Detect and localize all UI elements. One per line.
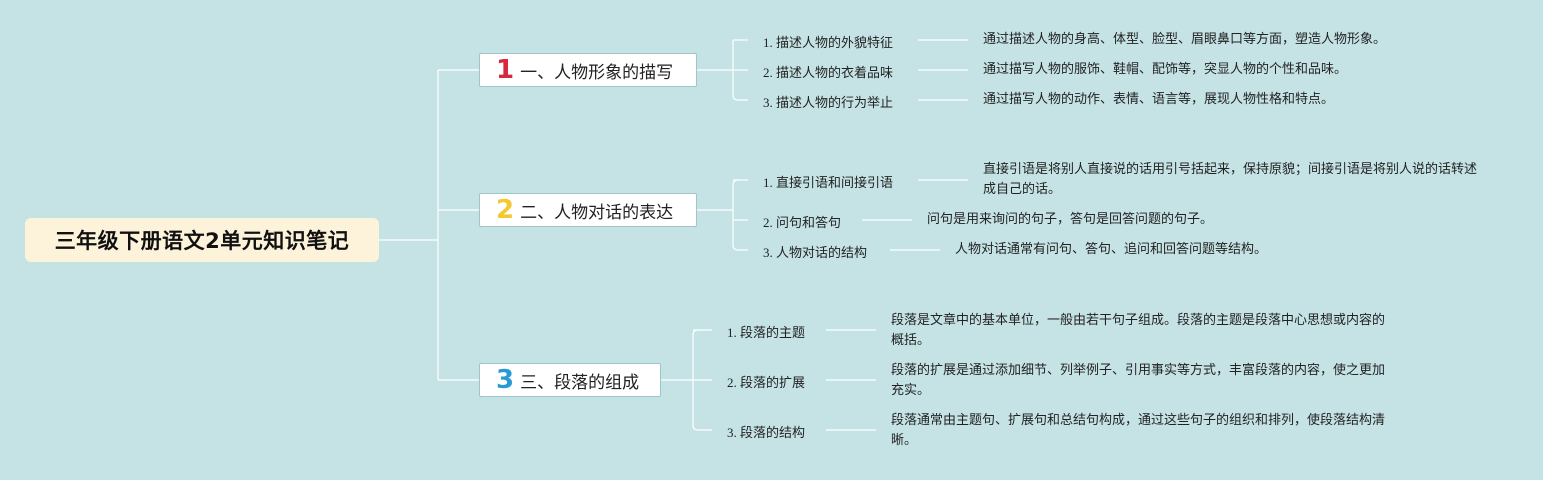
description-2-1: 直接引语是将别人直接说的话用引号括起来，保持原貌；间接引语是将别人说的话转述成自… [983, 162, 1478, 197]
subtopic-1-3[interactable]: 3. 描述人物的行为举止 [763, 95, 894, 110]
root-topic[interactable]: 三年级下册语文2单元知识笔记 [25, 218, 379, 262]
description-3-3: 段落通常由主题句、扩展句和总结句构成，通过这些句子的组织和排列，使段落结构清晰。 [891, 413, 1386, 448]
subtopic-2-1[interactable]: 1. 直接引语和间接引语 [763, 175, 894, 190]
subtopic-2-3[interactable]: 3. 人物对话的结构 [763, 245, 868, 260]
description-1-2: 通过描写人物的服饰、鞋帽、配饰等，突显人物的个性和品味。 [983, 62, 1348, 77]
description-3-1: 段落是文章中的基本单位，一般由若干句子组成。段落的主题是段落中心思想或内容的概括… [891, 313, 1386, 348]
branch-title-2: 二、人物对话的表达 [520, 202, 674, 223]
branch-1[interactable]: 1 一、人物形象的描写 [479, 53, 697, 87]
branch-2[interactable]: 2 二、人物对话的表达 [479, 193, 697, 227]
description-1-3: 通过描写人物的动作、表情、语言等，展现人物性格和特点。 [983, 92, 1335, 107]
branch-title-1: 一、人物形象的描写 [520, 62, 674, 83]
description-1-1: 通过描述人物的身高、体型、脸型、眉眼鼻口等方面，塑造人物形象。 [983, 32, 1387, 47]
subtopic-1-2[interactable]: 2. 描述人物的衣着品味 [763, 65, 894, 80]
branch-number-3: 3 [496, 365, 515, 395]
subtopic-3-1[interactable]: 1. 段落的主题 [727, 325, 806, 340]
branch-number-1: 1 [496, 55, 515, 85]
subtopic-3-2[interactable]: 2. 段落的扩展 [727, 375, 806, 390]
branch-number-2: 2 [496, 195, 515, 225]
root-title: 三年级下册语文2单元知识笔记 [54, 229, 350, 253]
subtopic-2-2[interactable]: 2. 问句和答句 [763, 215, 842, 230]
branch-title-3: 三、段落的组成 [520, 372, 640, 393]
description-2-2: 问句是用来询问的句子，答句是回答问题的句子。 [927, 212, 1214, 227]
subtopic-1-1[interactable]: 1. 描述人物的外貌特征 [763, 35, 894, 50]
subtopic-3-3[interactable]: 3. 段落的结构 [727, 425, 806, 440]
description-3-2: 段落的扩展是通过添加细节、列举例子、引用事实等方式，丰富段落的内容，使之更加充实… [891, 363, 1386, 398]
description-2-3: 人物对话通常有问句、答句、追问和回答问题等结构。 [955, 242, 1268, 257]
branch-3[interactable]: 3 三、段落的组成 [479, 363, 661, 397]
